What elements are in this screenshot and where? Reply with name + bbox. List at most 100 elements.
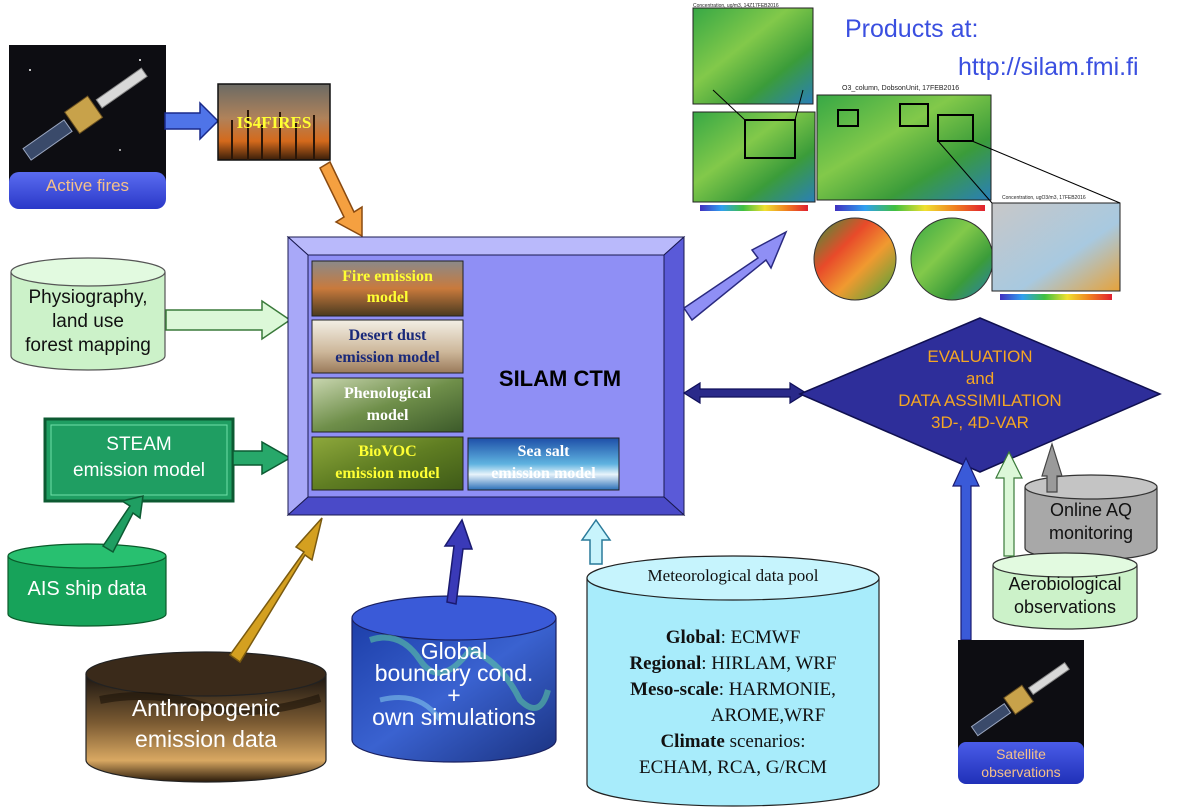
module-pheno-line1: Phenological — [343, 385, 432, 402]
evaluation-line2: and — [965, 369, 995, 388]
module-seasalt-line1: Sea salt — [517, 443, 570, 460]
met-meso-key: Meso-scale — [630, 679, 719, 700]
arrow-satellite-to-evaluation — [952, 456, 980, 641]
anthropogenic-cylinder — [85, 651, 327, 783]
is4fires-trees — [231, 110, 315, 160]
module-pheno-tile — [311, 377, 464, 433]
products-url-link[interactable]: http://silam.fmi.fi — [958, 52, 1139, 81]
met-meso-val: : HARMONIE, — [718, 679, 836, 700]
global-line4: own simulations — [372, 704, 536, 730]
aerobiological-line2: observations — [1013, 597, 1117, 617]
arrow-global-to-ctm — [443, 518, 474, 605]
met-climate-row2: ECHAM, RCA, G/RCM — [639, 757, 827, 778]
met-pool-title: Meteorological data pool — [647, 566, 819, 585]
satellite-obs-image — [958, 640, 1084, 762]
met-pool-cylinder — [586, 555, 880, 807]
arrow-ais-to-steam — [101, 495, 144, 554]
active-fires-satellite-image — [9, 45, 166, 185]
arrow-online-aq-to-evaluation — [1041, 441, 1063, 493]
aerobiological-label: Aerobiological observations — [993, 573, 1137, 619]
module-fire-label: Fire emission model — [312, 266, 463, 308]
met-climate-val: scenarios: — [724, 731, 806, 752]
global-line1: Global — [420, 638, 488, 664]
module-pheno-line2: model — [366, 407, 409, 424]
module-fire-line2: model — [366, 289, 409, 306]
met-regional-key: Regional — [629, 653, 702, 674]
module-seasalt-label: Sea salt emission model — [468, 441, 619, 485]
met-meso-row2: AROME,WRF — [710, 705, 826, 726]
arrow-ctm-to-products — [682, 230, 788, 322]
global-line2: boundary cond. — [374, 660, 534, 686]
met-meso-row: Meso-scale: HARMONIE, — [587, 677, 879, 703]
is4fires-box — [217, 83, 331, 161]
global-line3: + — [447, 682, 461, 708]
map2-title: O3_column, DobsonUnit, 17FEB2016 — [842, 85, 960, 92]
met-global-val: : ECMWF — [720, 627, 801, 648]
module-dust-line2: emission model — [335, 349, 440, 366]
physiography-line2: land use — [52, 311, 124, 332]
arrow-steam-to-ctm — [232, 440, 292, 476]
evaluation-line4: 3D-, 4D-VAR — [931, 413, 1029, 432]
module-fire-line1: Fire emission — [342, 268, 433, 285]
met-global-row: Global: ECMWF — [587, 625, 879, 651]
arrow-ctm-evaluation-bidirectional — [682, 381, 808, 405]
module-seasalt-line2: emission model — [491, 465, 596, 482]
satellite-line1: Satellite — [996, 746, 1046, 762]
satellite-obs-bar — [958, 742, 1084, 784]
anthropogenic-line2: emission data — [135, 726, 277, 752]
evaluation-diamond — [798, 317, 1162, 473]
silam-ctm-title: SILAM CTM — [498, 366, 622, 391]
arrow-met-to-ctm — [580, 518, 612, 565]
module-biovoc-line2: emission model — [335, 465, 440, 482]
global-boundary-label: Global boundary cond. + own simulations — [352, 638, 556, 730]
steam-box-inner-bevel — [50, 424, 228, 496]
ais-label: AIS ship data — [27, 577, 147, 600]
global-boundary-cylinder — [351, 595, 557, 763]
met-regional-val: : HIRLAM, WRF — [701, 653, 837, 674]
aerobiological-line1: Aerobiological — [1008, 574, 1122, 594]
met-pool-content: Global: ECMWF Regional: HIRLAM, WRF Meso… — [587, 625, 879, 781]
evaluation-label: EVALUATION and DATA ASSIMILATION 3D-, 4D… — [860, 346, 1100, 434]
module-fire-tile — [311, 260, 464, 317]
physiography-line1: Physiography, — [28, 287, 148, 308]
arrow-anthropogenic-to-ctm — [228, 517, 323, 664]
online-aq-line2: monitoring — [1048, 523, 1134, 543]
arrow-is4fires-to-ctm — [319, 160, 363, 238]
products-map-collage — [692, 7, 1121, 301]
steam-line1: STEAM — [106, 434, 172, 455]
module-biovoc-tile — [311, 436, 464, 491]
online-aq-label: Online AQ monitoring — [1025, 499, 1157, 545]
physiography-line3: forest mapping — [25, 335, 151, 356]
met-climate-row: Climate scenarios: — [587, 729, 879, 755]
module-biovoc-line1: BioVOC — [358, 443, 417, 460]
map3-title: Concentration, ugO3/m3, 17FEB2016 — [1002, 195, 1086, 201]
met-global-key: Global — [665, 627, 721, 648]
anthropogenic-label: Anthropogenic emission data — [86, 693, 326, 755]
module-dust-label: Desert dust emission model — [312, 325, 463, 369]
arrow-active-fires-to-is4fires — [164, 101, 220, 141]
aerobiological-cylinder — [992, 552, 1138, 630]
online-aq-cylinder — [1024, 474, 1158, 561]
satellite-line2: observations — [981, 764, 1061, 780]
satellite-obs-label: Satellite observations — [958, 745, 1084, 781]
module-pheno-label: Phenological model — [312, 383, 463, 427]
arrow-physiography-to-ctm — [165, 299, 292, 341]
map1-title: Concentration, ug/m3, 14Z17FEB2016 — [693, 3, 779, 9]
online-aq-line1: Online AQ — [1049, 500, 1133, 520]
steam-box — [43, 417, 235, 503]
module-dust-tile — [311, 319, 464, 374]
is4fires-label: IS4FIRES — [236, 113, 312, 132]
met-regional-row: Regional: HIRLAM, WRF — [587, 651, 879, 677]
active-fires-label: Active fires — [45, 176, 130, 195]
evaluation-line1: EVALUATION — [927, 347, 1033, 366]
evaluation-line3: DATA ASSIMILATION — [898, 391, 1062, 410]
met-climate-key: Climate — [660, 731, 725, 752]
module-seasalt-tile — [467, 437, 620, 491]
steam-label: STEAM emission model — [45, 432, 233, 484]
steam-line2: emission model — [73, 460, 205, 481]
module-biovoc-label: BioVOC emission model — [312, 441, 463, 485]
active-fires-bar — [9, 172, 166, 209]
module-dust-line1: Desert dust — [348, 327, 427, 344]
physiography-cylinder — [10, 257, 166, 371]
